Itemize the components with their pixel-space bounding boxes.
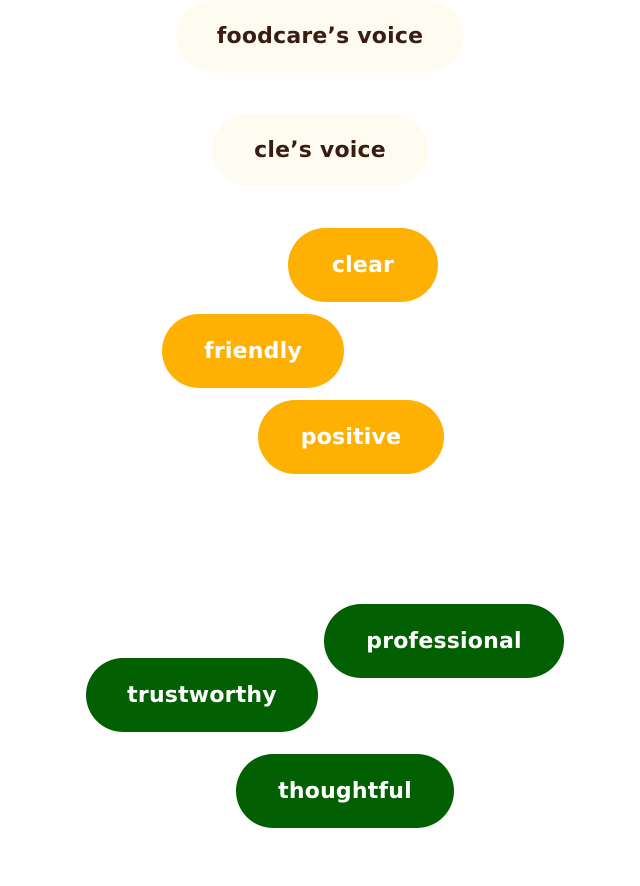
trait-pill-thoughtful: thoughtful	[236, 754, 454, 828]
trait-pill-clear: clear	[288, 228, 438, 302]
trait-pill-professional: professional	[324, 604, 564, 678]
trait-pill-friendly: friendly	[162, 314, 344, 388]
foodcare-voice-heading: foodcare’s voice	[176, 0, 464, 72]
cle-voice-heading: cle’s voice	[212, 114, 428, 186]
trait-pill-positive: positive	[258, 400, 444, 474]
trait-pill-trustworthy: trustworthy	[86, 658, 318, 732]
